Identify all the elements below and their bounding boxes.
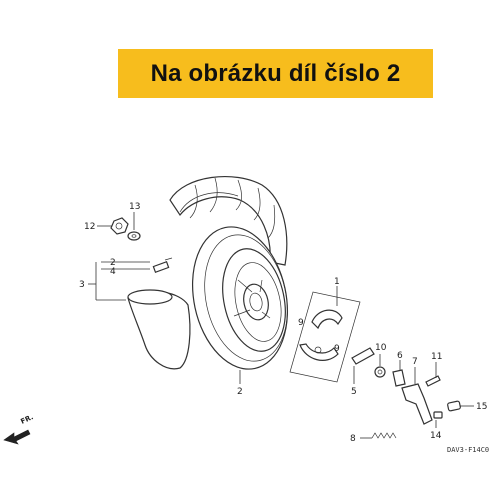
title-banner: Na obrázku díl číslo 2 — [118, 49, 433, 98]
tire-illustration — [169, 175, 288, 266]
callout-5: 5 — [351, 387, 357, 397]
brake-assembly-illustration — [289, 291, 361, 383]
callout-9-upper: 9 — [298, 318, 304, 328]
callout-6: 6 — [397, 351, 403, 361]
callout-15: 15 — [476, 402, 487, 412]
callout-12: 12 — [84, 222, 95, 232]
front-arrow-icon — [3, 429, 31, 445]
callout-1: 1 — [334, 277, 340, 287]
front-direction-indicator: FR. — [3, 413, 35, 445]
leader-lines — [88, 212, 474, 439]
callout-2-wheel: 2 — [237, 387, 243, 397]
inner-tube-illustration — [127, 289, 191, 370]
title-text: Na obrázku díl číslo 2 — [150, 59, 401, 87]
callout-13: 13 — [129, 202, 140, 212]
hardware-illustrations — [110, 217, 461, 439]
front-direction-label: FR. — [19, 413, 34, 426]
callout-9-lower: 9 — [334, 344, 340, 354]
callout-4: 4 — [110, 267, 116, 277]
callout-14: 14 — [430, 431, 442, 441]
callout-11: 11 — [431, 352, 442, 362]
callout-3: 3 — [79, 280, 85, 290]
callout-2-valve: 2 — [110, 258, 116, 268]
callout-labels: 1 2 2 3 4 5 6 7 8 9 9 10 11 12 13 14 15 — [79, 202, 487, 444]
diagram-code: DAV3-F14C0 — [447, 446, 489, 454]
callout-10: 10 — [375, 343, 387, 353]
callout-8: 8 — [350, 434, 356, 444]
callout-7: 7 — [412, 357, 418, 367]
wheel-illustration — [191, 226, 289, 370]
